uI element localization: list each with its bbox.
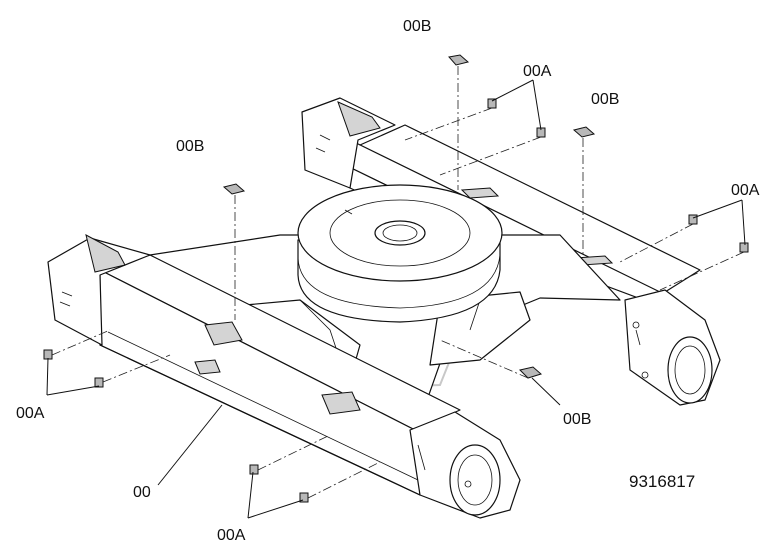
block-00a-3 [688,214,698,225]
pad-00b-bottom [519,366,543,379]
swing-bearing-mount [297,184,503,323]
block-00a-7 [249,464,259,475]
front-idler-housing [409,411,521,519]
rear-idler-housing [624,289,721,406]
block-00a-5 [43,349,53,360]
small-parts [43,54,749,503]
callout-labels: 00B 00A 00B 00B 00A 00A 00B 00 00A 93168… [16,18,760,544]
label-00b-top: 00B [403,18,431,35]
label-00: 00 [133,484,151,501]
leader-lines [46,79,746,519]
center-lines [51,66,745,499]
label-00a-top: 00A [523,63,552,80]
label-00b-top-right: 00B [591,91,619,108]
pad-00b-top [448,54,470,66]
block-00a-6 [94,377,104,388]
label-00a-right: 00A [731,182,760,199]
label-00a-left: 00A [16,405,45,422]
block-00a-1 [487,98,497,109]
pad-00b-right [572,126,596,138]
label-00b-bottom: 00B [563,411,591,428]
block-00a-8 [299,492,309,503]
drawing-number: 9316817 [629,472,695,491]
front-side-frame [47,234,461,496]
block-00a-4 [739,242,749,253]
label-00a-bottom: 00A [217,527,246,544]
label-00b-left: 00B [176,138,204,155]
pad-00b-left [222,183,246,195]
